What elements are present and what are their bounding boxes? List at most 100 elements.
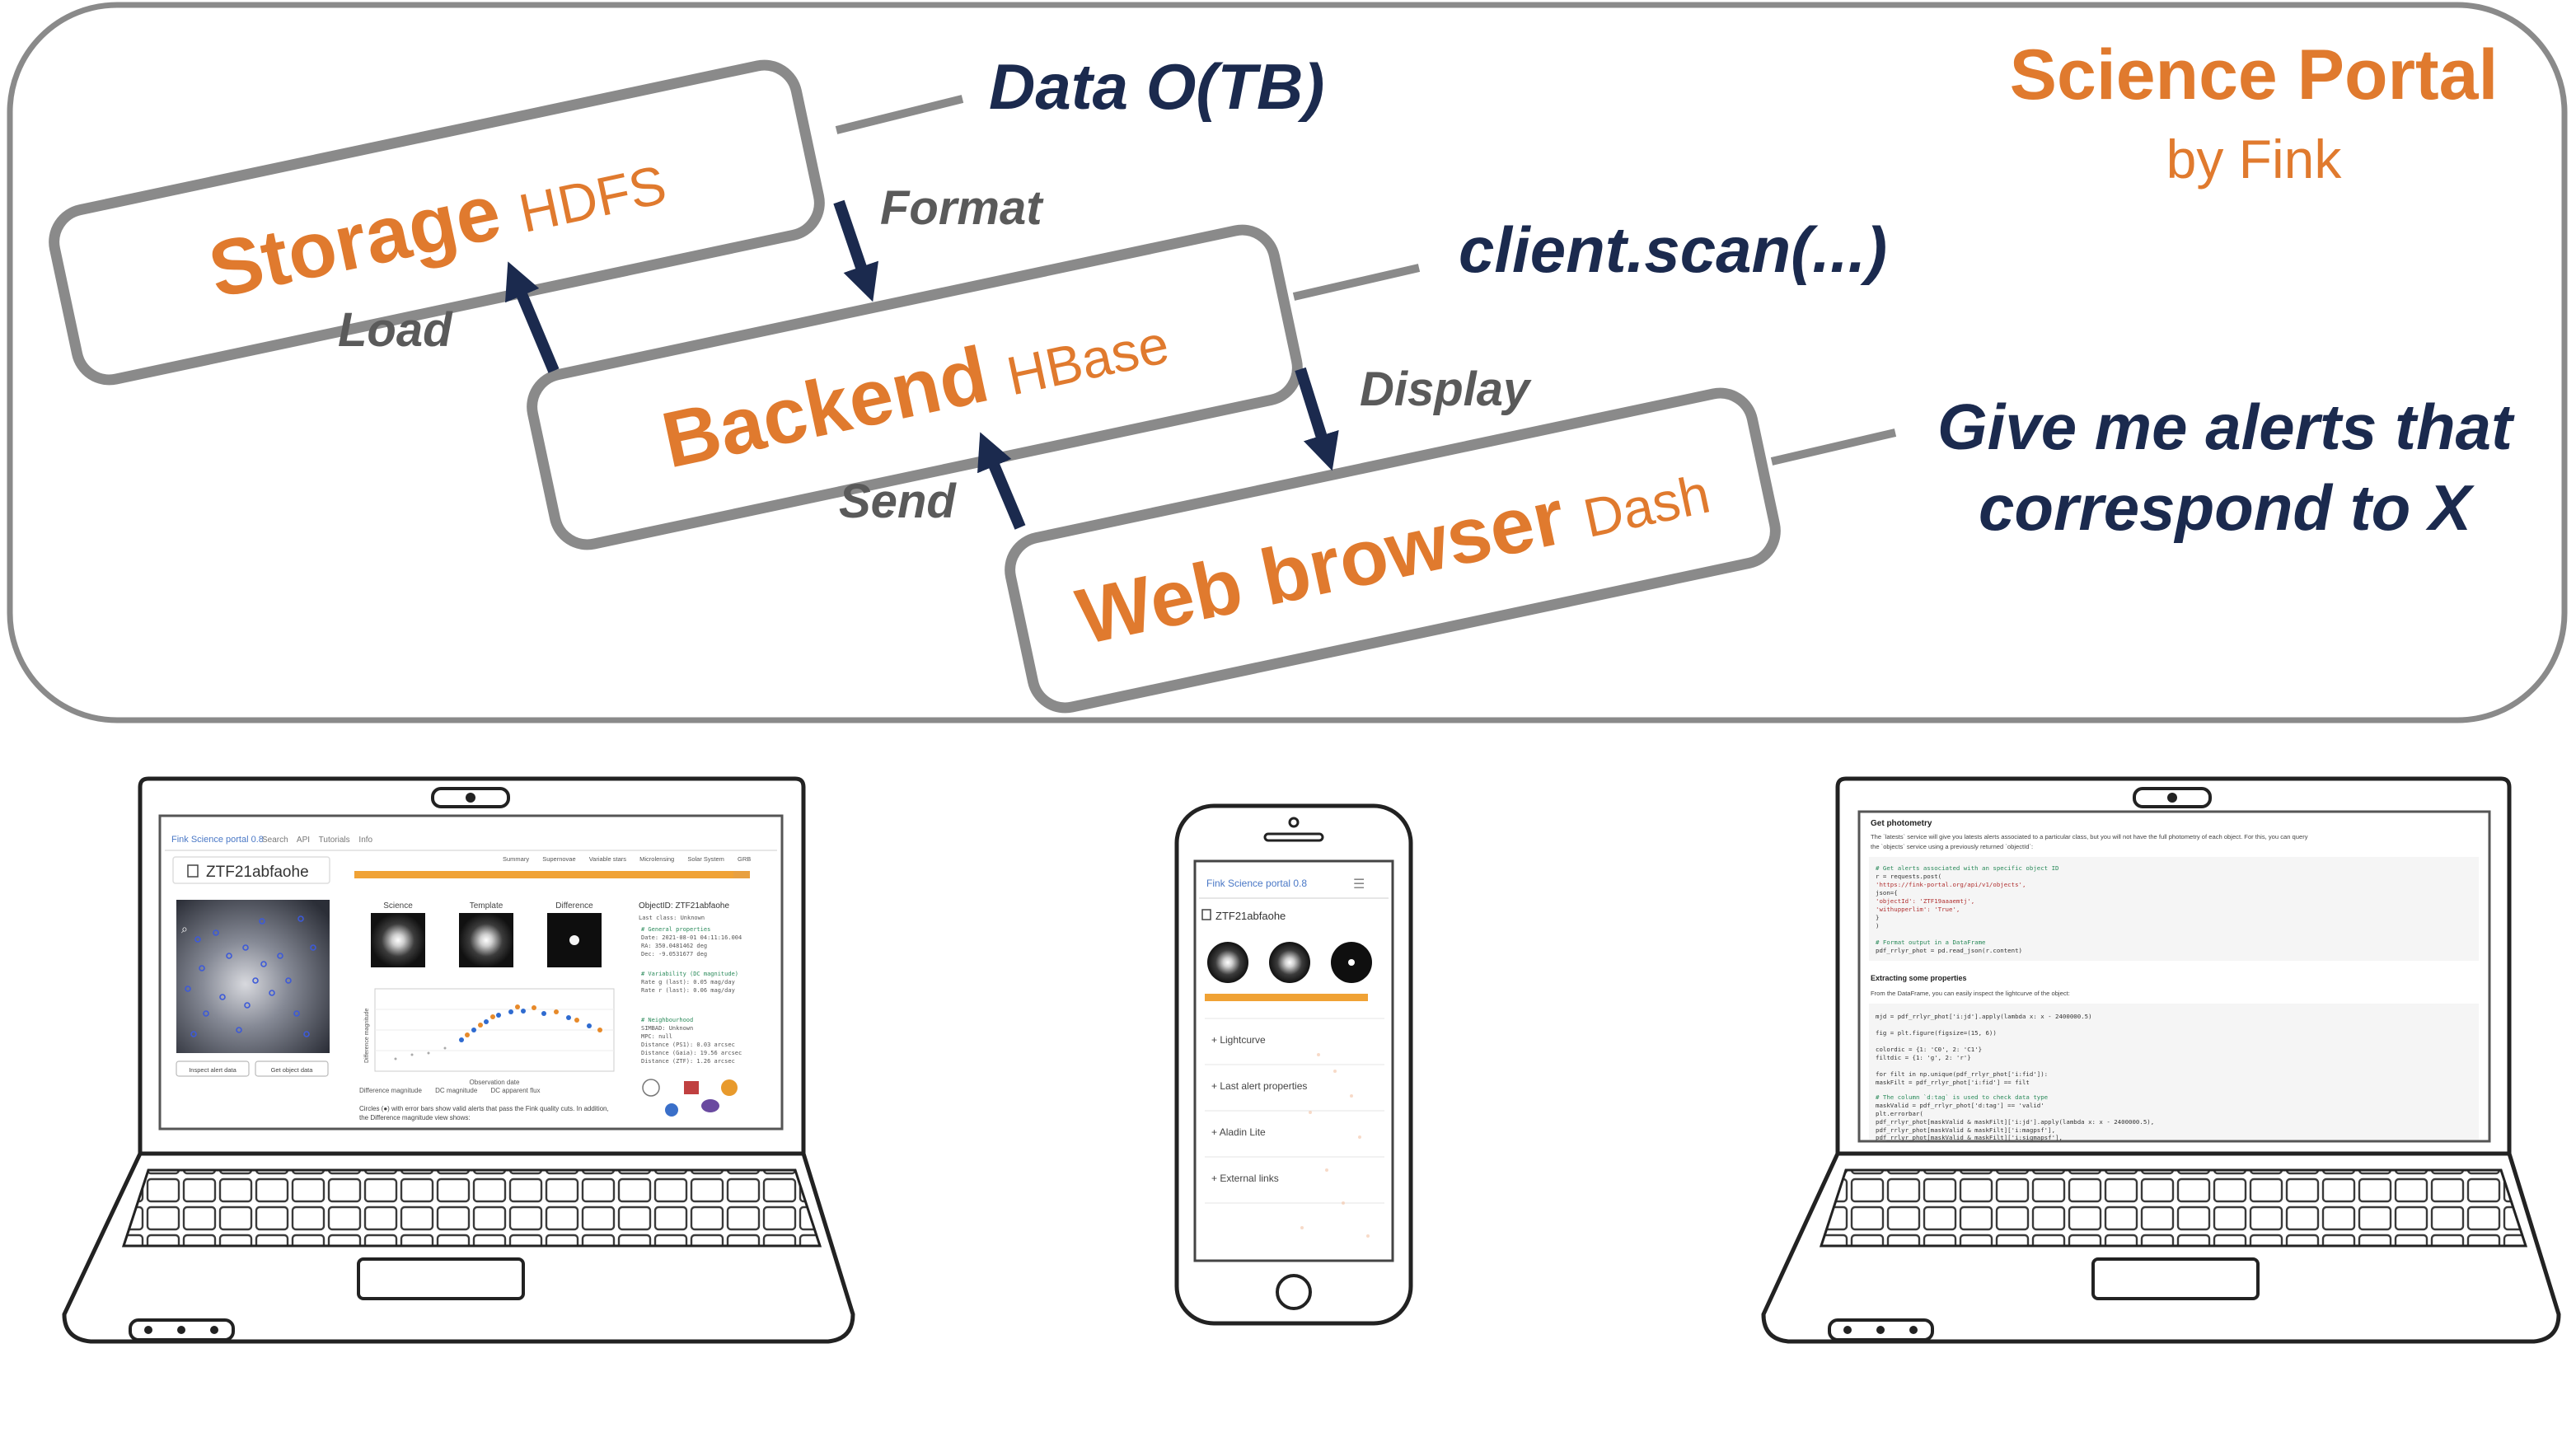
tab-summary[interactable]: Summary: [503, 855, 529, 863]
format-label: Format: [880, 181, 1044, 235]
aladin-sky-map[interactable]: [176, 900, 330, 1053]
code-line: json={: [1876, 889, 1898, 897]
zoom-icon[interactable]: ⌕: [181, 922, 188, 935]
nav-tutorials-link[interactable]: Tutorials: [319, 836, 350, 845]
code-line: # Get alerts associated with an specific…: [1876, 864, 2058, 872]
code-line: fig = plt.figure(figsize=(15, 6)): [1876, 1029, 1997, 1037]
nav-api-link[interactable]: API: [297, 836, 310, 845]
query-annotation-line1: Give me alerts that: [1937, 391, 2515, 463]
tab-variable-stars[interactable]: Variable stars: [589, 855, 627, 863]
info-line: Distance (ZTF): 1.26 arcsec: [641, 1058, 735, 1065]
svg-text:mjd = pdf_rrlyr_phot['i:jd'].a: mjd = pdf_rrlyr_phot['i:jd'].apply(lambd…: [1876, 1013, 2158, 1141]
stamp-label-difference: Difference: [555, 901, 593, 911]
info-line: Date: 2021-08-01 04:11:16.004: [641, 934, 742, 941]
smartphone: Fink Science portal 0.8 ☰ ZTF21abfaohe +…: [1174, 803, 1413, 1326]
home-button[interactable]: [1276, 1274, 1312, 1310]
info-line: SIMBAD: Unknown: [641, 1025, 693, 1032]
browser-layer: Web browser Dash: [1005, 387, 1781, 714]
code-line: r = requests.post(: [1876, 873, 1941, 880]
api-tutorial-screen: Get photometry The `latests` service wil…: [1869, 819, 2479, 1141]
phone-background-dots: [1300, 1053, 1370, 1238]
code-line: pdf_rrlyr_phot[maskValid & maskFilt]['i:…: [1876, 1126, 2055, 1134]
leader-line-browser: [1770, 428, 1897, 466]
legend-difference-magnitude[interactable]: Difference magnitude: [359, 1087, 422, 1094]
code-line: pdf_rrlyr_phot[maskValid & maskFilt]['i:…: [1876, 1118, 2154, 1126]
section-external-links[interactable]: + External links: [1211, 1173, 1279, 1184]
data-volume-annotation: Data O(TB): [989, 50, 1324, 123]
code-line: mjd = pdf_rrlyr_phot['i:jd'].apply(lambd…: [1876, 1013, 2092, 1020]
svg-text:# Get alerts associated with a: # Get alerts associated with an specific…: [1876, 864, 2063, 954]
legend-dc-magnitude[interactable]: DC magnitude: [435, 1087, 478, 1094]
info-line: Rate g (last): 0.05 mag/day: [641, 979, 735, 986]
fink-portal-screen: Fink Science portal 0.8 Search API Tutor…: [165, 835, 777, 1121]
object-info-panel: ObjectID: ZTF21abfaohe Last class: Unkno…: [639, 901, 745, 1117]
partner-logo-icon: [684, 1081, 699, 1094]
phone-object-id: ZTF21abfaohe: [1215, 910, 1286, 922]
query-annotation-line2: correspond to X: [1979, 471, 2475, 544]
section-last-alert[interactable]: + Last alert properties: [1211, 1080, 1307, 1092]
intro-line1: The `latests` service will give you late…: [1871, 833, 2308, 840]
nav-search-link[interactable]: Search: [262, 836, 288, 845]
left-laptop: Fink Science portal 0.8 Search API Tutor…: [62, 776, 855, 1344]
code-line: maskFilt = pdf_rrlyr_phot['i:fid'] == fi…: [1876, 1079, 2030, 1086]
code-line: 'withupperlim': 'True',: [1876, 906, 1960, 913]
info-line: RA: 350.0481462 deg: [641, 943, 707, 949]
keyboard: [121, 1168, 822, 1248]
partner-logo-icon: [642, 1079, 660, 1097]
partner-logo-icon: [721, 1079, 738, 1096]
tab-microlensing[interactable]: Microlensing: [639, 855, 674, 863]
code-block-plot: [1869, 1004, 2479, 1140]
portal-title: Science Portal: [2010, 35, 2499, 115]
code-line: 'objectId': 'ZTF19aaaemtj',: [1876, 897, 1974, 905]
send-label: Send: [839, 475, 957, 528]
keyboard: [1819, 1168, 2528, 1248]
format-arrow: [833, 199, 878, 302]
portal-subtitle: by Fink: [2166, 129, 2343, 190]
code-line: # Format output in a DataFrame: [1876, 939, 1986, 946]
tab-solar-system[interactable]: Solar System: [687, 855, 724, 863]
phone-science-stamp: [1207, 942, 1248, 983]
svg-text:Difference magnitude D: Difference magnitude DC magnitude DC app…: [359, 1087, 541, 1094]
code-line: colordic = {1: 'C0', 2: 'C1'}: [1876, 1046, 1982, 1053]
info-line: # Variability (DC magnitude): [641, 971, 738, 977]
code-line: }: [1876, 914, 1879, 921]
code-line: maskValid = pdf_rrlyr_phot['d:tag'] == '…: [1876, 1102, 2044, 1109]
trackpad: [2091, 1257, 2260, 1300]
code-line: 'https://fink-portal.org/api/v1/objects'…: [1876, 881, 2026, 888]
fink-logo-icon: [1201, 909, 1211, 920]
template-stamp: [459, 913, 513, 967]
section-aladin[interactable]: + Aladin Lite: [1211, 1126, 1266, 1138]
heading-extracting: Extracting some properties: [1871, 974, 1967, 982]
trackpad: [357, 1257, 525, 1300]
info-line: Dec: -9.0531677 deg: [641, 951, 707, 957]
info-line: # General properties: [641, 926, 710, 933]
info-line: Last class: Unknown: [639, 915, 705, 921]
info-line: Distance (Gaia): 19.56 arcsec: [641, 1050, 742, 1056]
phone-accordion: + Lightcurve + Last alert properties + A…: [1205, 1018, 1384, 1204]
inspect-alert-button[interactable]: [176, 1060, 250, 1077]
leader-line-backend: [1292, 264, 1421, 301]
storage-layer: Storage HDFS: [49, 59, 825, 386]
svg-text:Last class: Unknown: Last class: Unknown # General properties…: [639, 915, 745, 1065]
client-scan-annotation: client.scan(...): [1459, 213, 1887, 286]
right-laptop: Get photometry The `latests` service wil…: [1761, 776, 2561, 1344]
info-line: MPC: null: [641, 1033, 672, 1040]
code-line: pdf_rrlyr_phot = pd.read_json(r.content): [1876, 947, 2022, 954]
plot-ylabel: Difference magnitude: [364, 1008, 370, 1063]
partner-logo-icon: [665, 1103, 678, 1117]
code-line: for filt in np.unique(pdf_rrlyr_phot['i:…: [1876, 1070, 2048, 1078]
backend-layer: Backend HBase: [527, 224, 1303, 550]
phone-template-stamp: [1269, 942, 1310, 983]
display-arrow: [1295, 367, 1339, 471]
get-object-data-button[interactable]: [255, 1060, 329, 1077]
section-lightcurve[interactable]: + Lightcurve: [1211, 1034, 1266, 1046]
leader-line-storage: [835, 95, 964, 134]
tab-supernovae[interactable]: Supernovae: [542, 855, 575, 863]
hamburger-menu-icon[interactable]: ☰: [1353, 878, 1365, 892]
legend-dc-flux[interactable]: DC apparent flux: [491, 1087, 541, 1094]
info-title: ObjectID: ZTF21abfaohe: [639, 901, 729, 911]
nav-info-link[interactable]: Info: [358, 836, 372, 845]
tab-grb[interactable]: GRB: [738, 855, 751, 863]
intro2: From the DataFrame, you can easily inspe…: [1871, 990, 2070, 997]
send-arrow: [977, 432, 1026, 530]
